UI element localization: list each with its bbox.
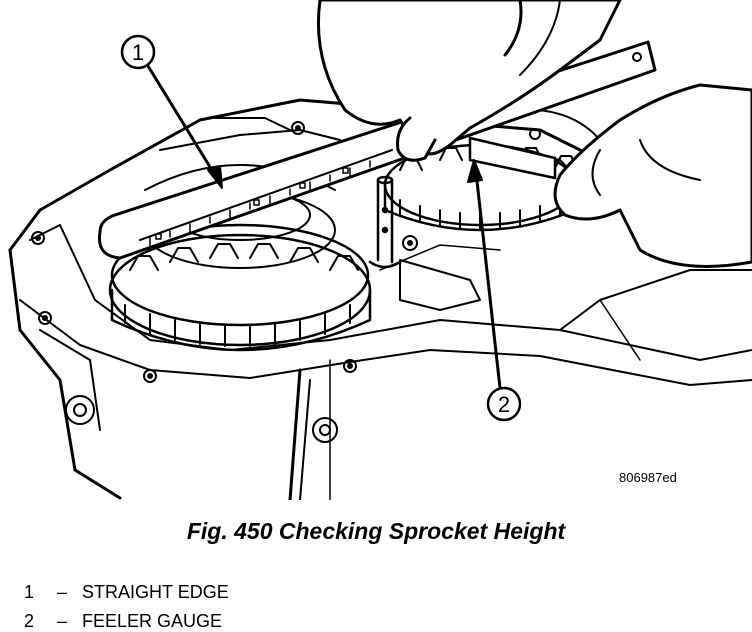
legend-dash: – xyxy=(57,611,68,631)
figure-reference-code: 806987ed xyxy=(619,470,677,485)
bolt-holes xyxy=(31,121,541,443)
callout-2-number: 2 xyxy=(498,392,510,417)
legend-dash: – xyxy=(57,582,68,602)
legend-label: FEELER GAUGE xyxy=(82,611,223,631)
legend-number: 2 xyxy=(24,611,35,631)
feeler-gauge xyxy=(468,136,557,180)
callout-1: 1 xyxy=(120,34,223,189)
figure-caption: Fig. 450 Checking Sprocket Height xyxy=(186,518,566,544)
technical-illustration: 1 2 xyxy=(8,0,752,500)
legend-label: STRAIGHT EDGE xyxy=(82,582,229,602)
legend-item: 1 –STRAIGHT EDGE xyxy=(14,561,229,603)
legend-item: 2 –FEELER GAUGE xyxy=(14,590,222,632)
hands xyxy=(316,0,752,268)
shaft-pin xyxy=(368,175,402,269)
callout-2: 2 xyxy=(467,159,522,422)
callout-1-number: 1 xyxy=(132,40,144,65)
legend-number: 1 xyxy=(24,582,35,602)
